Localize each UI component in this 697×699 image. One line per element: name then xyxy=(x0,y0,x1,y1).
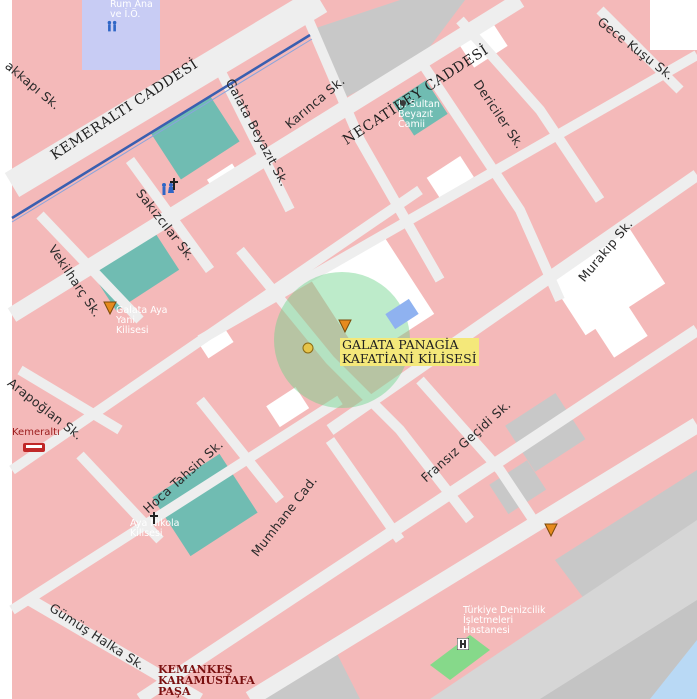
highlight-line-2: KAFATİANİ KİLİSESİ xyxy=(340,351,479,366)
bus-stop-icon[interactable] xyxy=(22,442,46,454)
poi-label-rum-ana: Rum Ana ve İ.Ö. xyxy=(110,0,153,20)
poi-label-turkiye-denizcilik: Türkiye Denizcilik İşletmeleri Hastanesi xyxy=(463,605,546,636)
poi-label-galata-aya-yani: Galata Aya Yani Kilisesi xyxy=(116,305,168,336)
blue-building xyxy=(385,298,419,330)
location-marker-icon[interactable] xyxy=(543,522,559,538)
poi-label-sultan-beyazit: II. Sultan Beyazıt Camii xyxy=(398,99,440,130)
church-cross-icon-aya-nikola xyxy=(150,512,158,524)
hospital-grounds xyxy=(430,635,490,680)
highlighted-place-label[interactable]: GALATA PANAGİA KAFATİANİ KİLİSESİ xyxy=(340,338,479,366)
poi-label-kemeralti-stop: Kemeraltı xyxy=(12,427,60,438)
center-marker xyxy=(302,342,314,354)
school-icon[interactable] xyxy=(105,20,119,34)
water xyxy=(650,640,697,699)
church-cross-icon xyxy=(170,178,178,190)
tram-line xyxy=(11,33,311,220)
mosque-icon xyxy=(400,100,406,106)
streets xyxy=(4,0,697,699)
poi-label-kemankes: KEMANKEŞ KARAMUSTAFA PAŞA xyxy=(158,663,255,698)
highlight-line-1: GALATA PANAGİA xyxy=(340,338,479,352)
hospital-icon[interactable] xyxy=(457,638,469,650)
school-area xyxy=(82,0,160,70)
church-marker-icon-aya-yani[interactable] xyxy=(102,300,118,316)
church-marker-icon[interactable] xyxy=(337,318,353,334)
toilet-icon[interactable] xyxy=(160,182,176,198)
